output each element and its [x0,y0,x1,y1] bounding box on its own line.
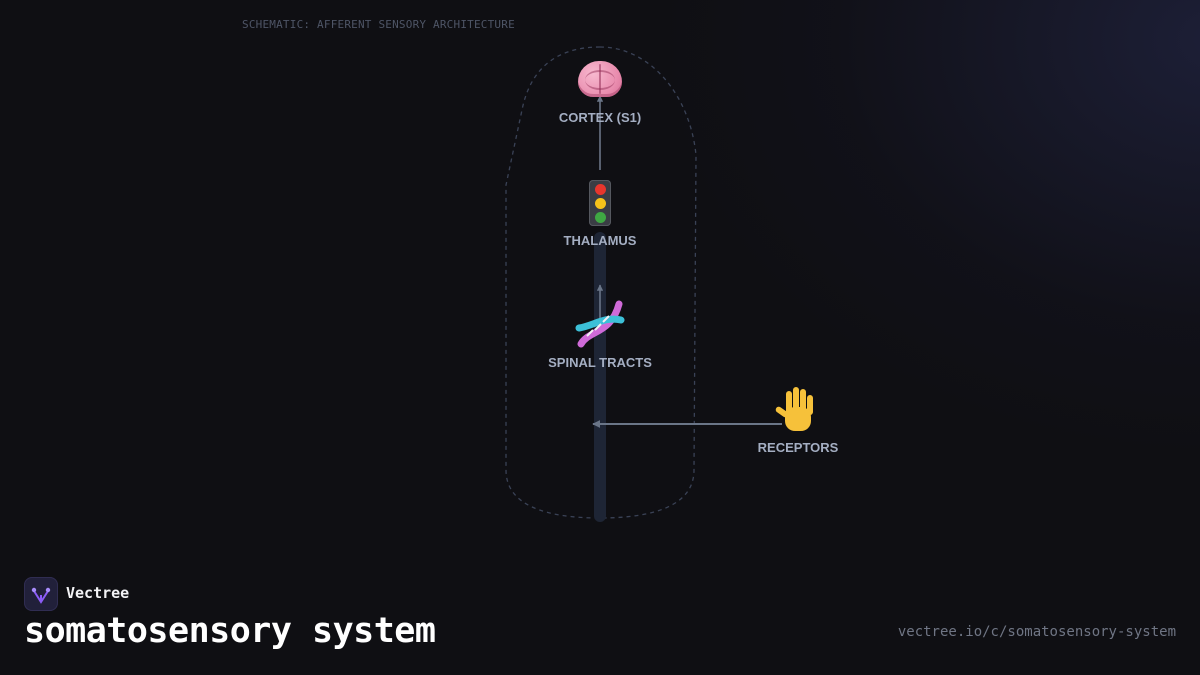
node-label-thalamus: THALAMUS [563,233,637,248]
cns-boundary [505,46,697,519]
brand-name: Vectree [66,584,130,602]
spinal-column [594,232,606,522]
dna-icon [575,300,625,348]
node-label-spinal-tracts: SPINAL TRACTS [548,355,652,370]
raised-hand-icon [773,385,821,435]
node-label-receptors: RECEPTORS [757,440,839,455]
brain-icon [578,61,622,97]
traffic-light-icon [589,180,611,226]
node-label-cortex: CORTEX (S1) [558,110,642,125]
page-title: somatosensory system [24,611,436,651]
vectree-logo-icon [24,577,58,611]
page-url[interactable]: vectree.io/c/somatosensory-system [897,624,1176,640]
schematic-caption: SCHEMATIC: AFFERENT SENSORY ARCHITECTURE [242,18,515,31]
